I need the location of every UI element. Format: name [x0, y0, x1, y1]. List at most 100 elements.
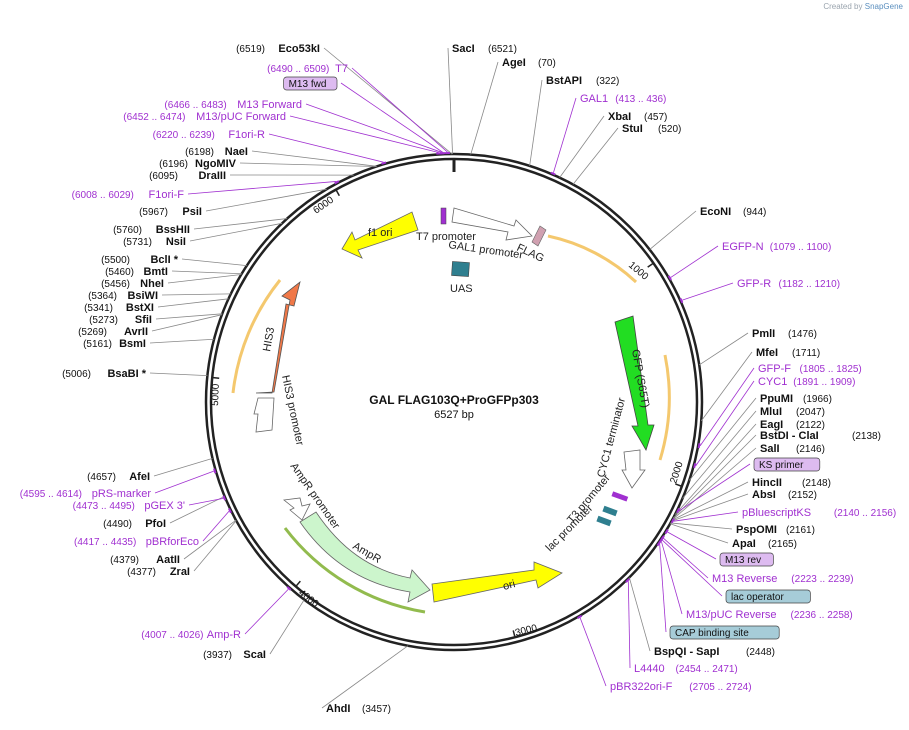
primer-range: (6008 .. 6029) — [72, 190, 134, 201]
primer-m13-rev: M13 rev — [720, 553, 773, 566]
primer-range: (2140 .. 2156) — [834, 508, 896, 519]
enzyme-saci: SacI(6521) — [452, 43, 517, 55]
primer-range: (413 .. 436) — [615, 94, 666, 105]
primer-gal1: GAL1(413 .. 436) — [580, 93, 666, 105]
tick-1000: 1000 — [626, 260, 650, 283]
primer-range: (2705 .. 2724) — [689, 682, 751, 693]
enzyme-position: (2152) — [788, 490, 817, 501]
enzyme-name: AhdI — [326, 703, 350, 715]
primer-name: M13 rev — [725, 555, 761, 566]
feature-label-uas: UAS — [450, 283, 473, 295]
enzyme-position: (520) — [658, 124, 681, 135]
enzyme-bsshii: BssHII(5760) — [113, 224, 190, 236]
enzyme-position: (5273) — [89, 315, 118, 326]
enzyme-afei: AfeI(4657) — [87, 471, 150, 483]
primer-name: M13 fwd — [289, 79, 327, 90]
enzyme-name: BmtI — [144, 266, 168, 278]
enzyme-sali: SalI(2146) — [760, 443, 825, 455]
enzyme-name: BsaBI * — [107, 368, 146, 380]
enzyme-name: ApaI — [732, 538, 756, 550]
primer-m13-forward: M13 Forward(6466 .. 6483) — [164, 99, 302, 111]
enzyme-aatii: AatII(4379) — [110, 554, 180, 566]
enzyme-name: MfeI — [756, 347, 778, 359]
primer-m13-puc-forward: M13/pUC Forward(6452 .. 6474) — [123, 111, 286, 123]
enzyme-position: (5341) — [84, 303, 113, 314]
primer-cap-binding-site: CAP binding site — [670, 626, 779, 639]
primer-name: Amp-R — [207, 629, 241, 641]
cyc1-terminator-arrow — [622, 450, 645, 488]
primer-name: pBluescriptKS — [742, 507, 811, 519]
enzyme-bsmi: BsmI(5161) — [83, 338, 146, 350]
enzyme-position: (3457) — [362, 704, 391, 715]
enzyme-name: PfoI — [145, 518, 166, 530]
primer-m13-puc-reverse: M13/pUC Reverse(2236 .. 2258) — [686, 609, 853, 621]
tick-mark — [336, 190, 339, 195]
uas-box — [452, 261, 470, 276]
primer-range: (1079 .. 1100) — [770, 242, 832, 253]
primer-pbluescriptks: pBluescriptKS (2140 .. 2156) — [742, 507, 896, 519]
enzyme-bstapi: BstAPI(322) — [546, 75, 619, 87]
enzyme-eco53ki: Eco53kI(6519) — [236, 43, 320, 55]
enzyme-hincii: HincII (2148) — [752, 477, 831, 489]
enzyme-position: (2161) — [786, 525, 815, 536]
enzyme-position: (6519) — [236, 44, 265, 55]
enzyme-name: PpuMI — [760, 393, 793, 405]
tick-mark — [648, 264, 653, 267]
enzyme-nhei: NheI(5456) — [101, 278, 164, 290]
primer-name: CAP binding site — [675, 628, 749, 639]
enzyme-name: BsmI — [119, 338, 146, 350]
enzyme-position: (2047) — [796, 407, 825, 418]
feature-label-cyc1term: CYC1 terminator — [595, 396, 628, 479]
primer-range: (1805 .. 1825) — [800, 364, 862, 375]
primer-range: (2454 .. 2471) — [676, 664, 738, 675]
enzyme-name: HincII — [752, 477, 782, 489]
enzyme-position: (2138) — [852, 431, 881, 442]
enzyme-position: (5500) — [101, 255, 130, 266]
enzyme-position: (5456) — [101, 279, 130, 290]
enzyme-ngomiv: NgoMIV(6196) — [159, 158, 237, 170]
enzyme-nsii: NsiI(5731) — [123, 236, 186, 248]
primer-name: F1ori-R — [228, 129, 265, 141]
enzyme-position: (5269) — [78, 327, 107, 338]
t3-promoter-mark — [611, 491, 628, 501]
enzyme-name: SfiI — [135, 314, 152, 326]
his3-promoter-arrow — [254, 398, 274, 432]
flag-mark — [532, 226, 546, 246]
enzyme-name: BclI * — [150, 254, 178, 266]
enzyme-draiii: DraIII(6095) — [149, 170, 226, 182]
enzyme-position: (5460) — [105, 267, 134, 278]
snapgene-logo: SnapGene — [865, 2, 903, 11]
enzyme-name: XbaI — [608, 111, 631, 123]
primer-egfp-n: EGFP-N(1079 .. 1100) — [722, 241, 831, 253]
enzyme-name: BspQI - SapI — [654, 646, 719, 658]
plasmid-title: GAL FLAG103Q+ProGFPp303 — [369, 393, 539, 407]
primer-range: (1182 .. 1210) — [779, 279, 841, 290]
primer-site-mark — [694, 463, 695, 468]
primer-name: lac operator — [731, 592, 784, 603]
enzyme-name: BssHII — [156, 224, 190, 236]
enzyme-position: (944) — [743, 207, 766, 218]
enzyme-name: PmlI — [752, 328, 775, 340]
primer-pbr322ori-f: pBR322ori-F(2705 .. 2724) — [610, 681, 752, 693]
enzyme-naei: NaeI(6198) — [185, 146, 248, 158]
enzyme-bstxi: BstXI(5341) — [84, 302, 154, 314]
enzyme-agei: AgeI(70) — [502, 57, 556, 69]
primer-name: KS primer — [759, 460, 804, 471]
primer-l4440: L4440(2454 .. 2471) — [634, 663, 738, 675]
primer-name: pRS-marker — [92, 488, 152, 500]
gfp-arrow — [615, 316, 654, 450]
enzyme-sfii: SfiI (5273) — [89, 314, 152, 326]
enzyme-name: AfeI — [129, 471, 150, 483]
enzyme-name: MluI — [760, 406, 782, 418]
enzyme-bmti: BmtI (5460) — [105, 266, 168, 278]
enzyme-position: (457) — [644, 112, 667, 123]
enzyme-name: BstAPI — [546, 75, 582, 87]
enzyme-position: (2165) — [768, 539, 797, 550]
primer-gfp-r: GFP-R(1182 .. 1210) — [737, 278, 840, 290]
enzyme-position: (2148) — [802, 478, 831, 489]
enzyme-name: ScaI — [243, 649, 266, 661]
enzyme-name: SacI — [452, 43, 475, 55]
